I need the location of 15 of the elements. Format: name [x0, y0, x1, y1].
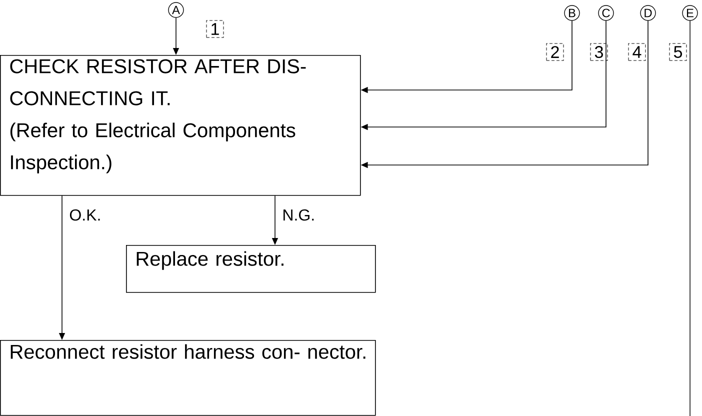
edge-label: O.K.	[68, 208, 102, 222]
step-number: 5	[669, 43, 687, 61]
process-box: Replace resistor.	[126, 245, 376, 293]
step-number: 4	[628, 43, 646, 61]
step-number: 1	[206, 20, 224, 38]
circled-letter: E	[682, 5, 698, 21]
process-box: Reconnect resistor harness con- nector.	[0, 340, 376, 416]
process-box: CHECK RESISTOR AFTER DIS- CONNECTING IT. (Refer to Electrical Components Inspection.)	[0, 55, 361, 196]
circled-letter: B	[564, 5, 580, 21]
step-number: 2	[546, 43, 564, 61]
step-number: 3	[590, 43, 608, 61]
circled-letter: C	[598, 5, 614, 21]
edge-label: N.G.	[281, 208, 316, 222]
circled-letter: D	[640, 5, 656, 21]
circled-letter: A	[168, 2, 184, 18]
